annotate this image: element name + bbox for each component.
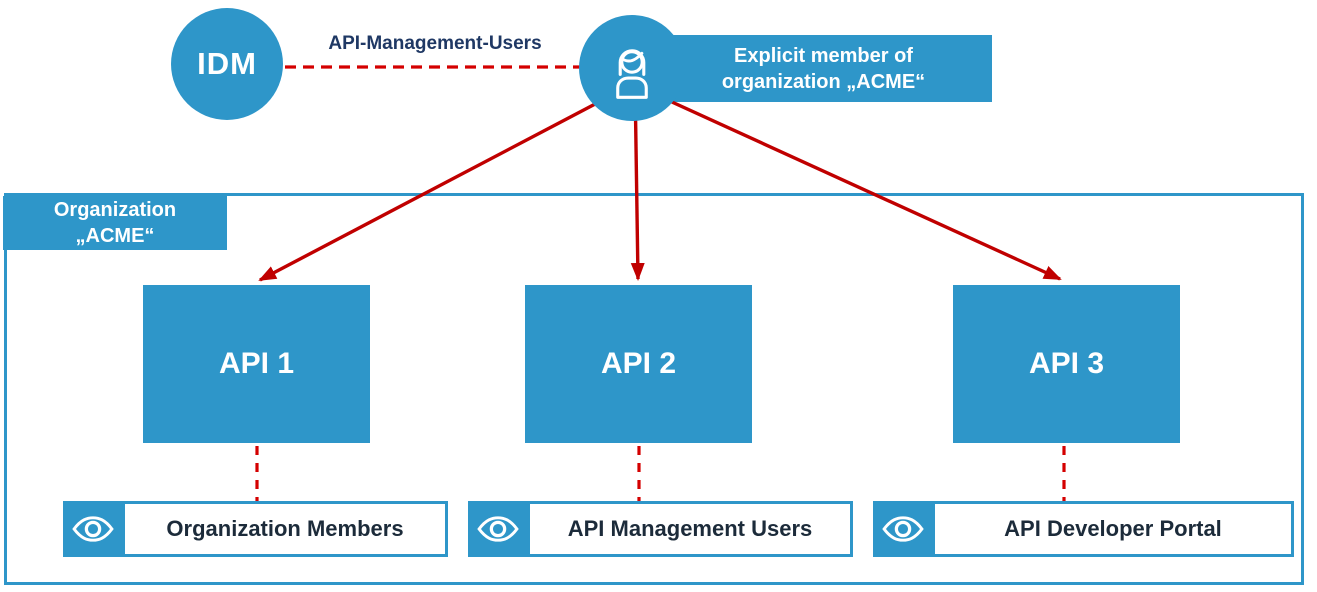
eye-icon — [873, 501, 932, 557]
organization-label-line2: „ACME“ — [75, 225, 155, 247]
idm-node: IDM — [171, 8, 283, 120]
visibility-row-api-developer-portal: API Developer Portal — [873, 501, 1294, 557]
eye-icon — [468, 501, 527, 557]
visibility-row-api-management-users: API Management Users — [468, 501, 853, 557]
api-2-box: API 2 — [525, 285, 752, 443]
visibility-row-organization-members: Organization Members — [63, 501, 448, 557]
api-3-box: API 3 — [953, 285, 1180, 443]
user-caption-box: Explicit member of organization „ACME“ — [655, 35, 992, 102]
visibility-label-organization-members: Organization Members — [122, 501, 448, 557]
api-1-box: API 1 — [143, 285, 370, 443]
user-caption-line2: organization „ACME“ — [721, 70, 926, 93]
person-icon — [616, 49, 648, 99]
organization-label: Organization „ACME“ — [3, 196, 227, 250]
eye-icon — [63, 501, 122, 557]
user-caption-line1: Explicit member of — [734, 44, 913, 67]
api-1-label: API 1 — [218, 347, 295, 380]
organization-label-line1: Organization — [53, 199, 177, 221]
idm-user-link-label: API-Management-Users — [328, 33, 542, 54]
idm-label: IDM — [197, 46, 257, 81]
visibility-label-api-management-users: API Management Users — [527, 501, 853, 557]
visibility-label-api-developer-portal: API Developer Portal — [932, 501, 1294, 557]
api-3-label: API 3 — [1028, 347, 1105, 380]
user-node — [579, 15, 685, 121]
api-2-label: API 2 — [600, 347, 677, 380]
